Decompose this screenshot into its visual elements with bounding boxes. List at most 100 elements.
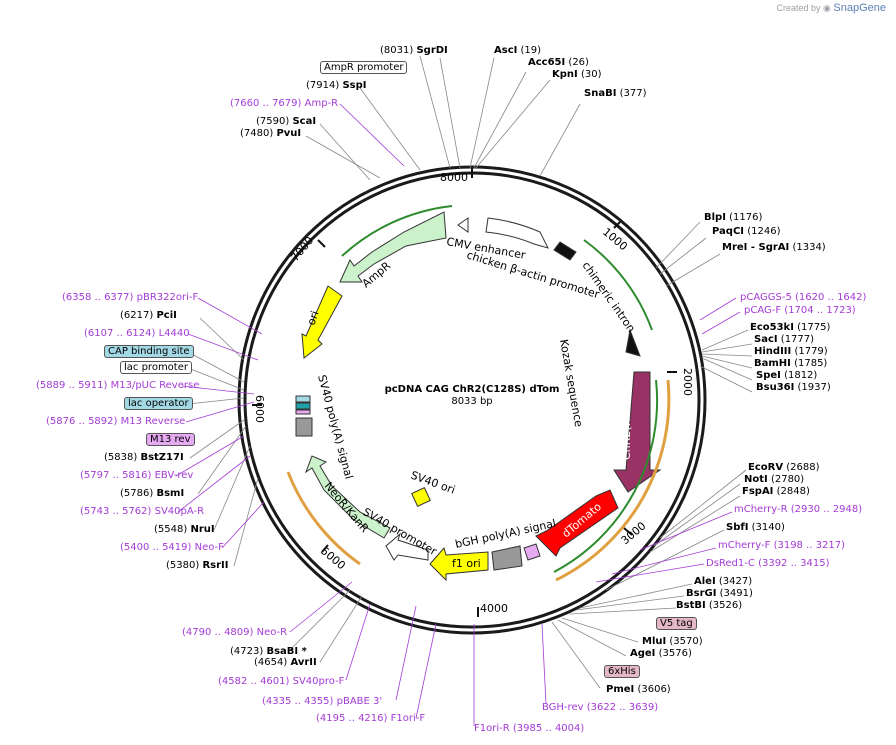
site-label[interactable]: AscI (19) xyxy=(494,45,542,56)
site-label[interactable]: (4654) AvrII xyxy=(254,657,317,668)
snapgene-credit: Created by ◉ SnapGene xyxy=(776,2,886,14)
v5-tag[interactable]: V5 tag xyxy=(656,617,697,630)
site-label[interactable]: BsrGI (3491) xyxy=(686,588,753,599)
primer-label[interactable]: (4335 .. 4355) pBABE 3' xyxy=(262,696,383,707)
primer-label[interactable]: (5876 .. 5892) M13 Reverse xyxy=(46,416,186,427)
site-label[interactable]: Eco53kI (1775) xyxy=(750,322,831,333)
site-label[interactable]: PaqCI (1246) xyxy=(712,226,781,237)
site-label[interactable]: PmeI (3606) xyxy=(606,684,671,695)
primer-label[interactable]: (6358 .. 6377) pBR322ori-F xyxy=(62,292,199,303)
sv40-promoter-arrow[interactable] xyxy=(385,532,429,561)
primer-label[interactable]: DsRed1-C (3392 .. 3415) xyxy=(706,558,830,569)
ori-arrow[interactable] xyxy=(301,285,343,359)
intron-marker xyxy=(625,328,641,357)
feature-label: f1 ori xyxy=(452,557,481,570)
sv40-polya-box[interactable] xyxy=(295,417,313,437)
cmv-arrow-head[interactable] xyxy=(457,217,469,233)
his-tag[interactable]: 6xHis xyxy=(604,665,640,678)
cmv-enhancer-arrow[interactable] xyxy=(485,217,549,249)
cap-binding-tag[interactable]: CAP binding site xyxy=(104,345,194,358)
site-label[interactable]: MreI - SgrAI (1334) xyxy=(722,242,826,253)
neor-kanr-arrow[interactable] xyxy=(304,455,391,539)
bgh-polya-box[interactable] xyxy=(491,545,523,571)
site-label[interactable]: NotI (2780) xyxy=(744,474,805,485)
site-label[interactable]: (8031) SgrDI xyxy=(380,45,448,56)
site-label[interactable]: (5838) BstZ17I xyxy=(104,452,184,463)
site-label[interactable]: AleI (3427) xyxy=(694,576,753,587)
feature-label: ori xyxy=(305,309,322,327)
lac-promoter-tag[interactable]: lac promoter xyxy=(120,361,192,374)
primer-label[interactable]: (6107 .. 6124) L4440 xyxy=(84,328,190,339)
primer-label[interactable]: BGH-rev (3622 .. 3639) xyxy=(542,702,659,713)
primer-label[interactable]: (5400 .. 5419) Neo-F xyxy=(120,542,224,553)
kozak-marker xyxy=(553,241,577,261)
v5-marker xyxy=(523,543,541,561)
primer-label[interactable]: mCherry-F (3198 .. 3217) xyxy=(718,540,845,551)
leader-lines xyxy=(187,55,753,689)
backbone-outer xyxy=(237,165,707,635)
site-label[interactable]: EcoRV (2688) xyxy=(748,462,820,473)
primer-label[interactable]: pCAG-F (1704 .. 1723) xyxy=(744,305,856,316)
intron-arc xyxy=(583,239,653,331)
site-label[interactable]: SacI (1777) xyxy=(754,334,815,345)
primer-label[interactable]: (5743 .. 5762) SV40pA-R xyxy=(80,506,205,517)
cds-arc xyxy=(555,379,671,582)
tick-label: 6000 xyxy=(253,395,266,423)
site-label[interactable]: Bsu36I (1937) xyxy=(756,382,831,393)
lac-operator-tag[interactable]: lac operator xyxy=(124,397,193,410)
primer-lines xyxy=(175,103,741,726)
snapgene-logo-icon: ◉ xyxy=(823,3,831,13)
plasmid-name: pcDNA CAG ChR2(C128S) dTom xyxy=(385,384,560,395)
primer-label[interactable]: (4582 .. 4601) SV40pro-F xyxy=(218,676,345,687)
site-label[interactable]: AgeI (3576) xyxy=(630,648,692,659)
primer-label[interactable]: (5889 .. 5911) M13/pUC Reverse xyxy=(36,380,200,391)
site-label[interactable]: (5786) BsmI xyxy=(120,488,185,499)
site-label[interactable]: FspAI (2848) xyxy=(742,486,810,497)
site-label[interactable]: SpeI (1812) xyxy=(756,370,818,381)
primer-label[interactable]: F1ori-R (3985 .. 4004) xyxy=(474,723,585,734)
site-label[interactable]: (5380) RsrII xyxy=(166,560,229,571)
credit-brand: SnapGene xyxy=(833,2,886,14)
site-label[interactable]: SnaBI (377) xyxy=(584,88,647,99)
m13-rev-tag[interactable]: M13 rev xyxy=(146,433,195,446)
site-label[interactable]: (5548) NruI xyxy=(154,524,215,535)
sv40-ori-box[interactable] xyxy=(411,487,431,507)
cap-box xyxy=(295,402,311,410)
chr2-arc xyxy=(553,379,659,573)
site-label[interactable]: MluI (3570) xyxy=(642,636,703,647)
primer-label[interactable]: (4195 .. 4216) F1ori-F xyxy=(316,713,426,724)
site-label[interactable]: (4723) BsaBI * xyxy=(230,646,307,657)
primer-label[interactable]: (7660 .. 7679) Amp-R xyxy=(230,98,339,109)
primer-label[interactable]: (5797 .. 5816) EBV-rev xyxy=(80,470,194,481)
site-label[interactable]: HindIII (1779) xyxy=(754,346,828,357)
lac-operator-box xyxy=(295,395,311,403)
site-label[interactable]: Acc65I (26) xyxy=(528,57,589,68)
chr2-arrow[interactable] xyxy=(613,371,662,493)
ampr-arc xyxy=(341,205,453,257)
tick-label: 8000 xyxy=(440,171,468,184)
primer-label[interactable]: (4790 .. 4809) Neo-R xyxy=(182,627,288,638)
credit-prefix: Created by xyxy=(776,3,821,13)
dtomato-arrow[interactable] xyxy=(535,489,619,557)
f1-ori-arrow[interactable] xyxy=(429,546,489,582)
feature-label: ChR2(H134R) xyxy=(620,385,633,460)
ampr-arrow[interactable] xyxy=(339,211,447,283)
tick-label: 2000 xyxy=(681,368,694,396)
site-label[interactable]: (7914) SspI xyxy=(306,80,367,91)
site-label[interactable]: (7590) ScaI xyxy=(256,116,317,127)
primer-label[interactable]: mCherry-R (2930 .. 2948) xyxy=(734,504,863,515)
site-label[interactable]: BstBI (3526) xyxy=(676,600,743,611)
tick-marks xyxy=(252,168,677,617)
primer-label[interactable]: pCAGGS-5 (1620 .. 1642) xyxy=(740,292,867,303)
site-label[interactable]: (6217) PciI xyxy=(120,310,177,321)
site-label[interactable]: KpnI (30) xyxy=(552,69,602,80)
site-label[interactable]: BamHI (1785) xyxy=(754,358,828,369)
site-label[interactable]: (7480) PvuI xyxy=(240,128,302,139)
neo-arc xyxy=(286,471,361,566)
ampr-promoter-tag[interactable]: AmpR promoter xyxy=(320,61,408,74)
tick-label: 4000 xyxy=(480,602,508,615)
site-label[interactable]: SbfI (3140) xyxy=(726,522,785,533)
site-label[interactable]: BlpI (1176) xyxy=(704,212,763,223)
